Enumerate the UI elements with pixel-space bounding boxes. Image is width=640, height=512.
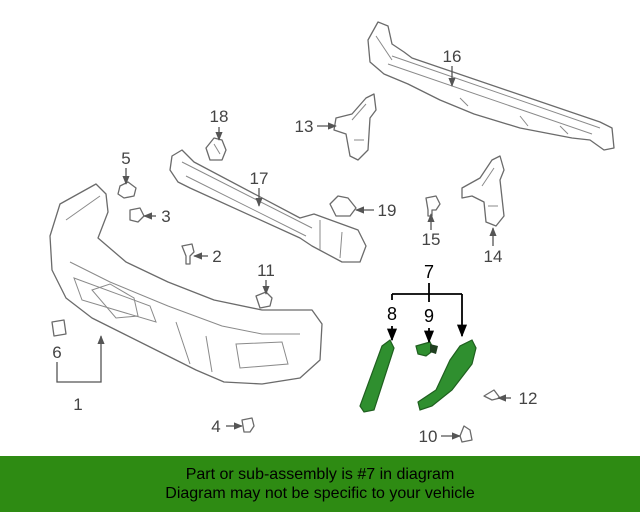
- callout-3: 3: [161, 207, 170, 226]
- callout-6: 6: [52, 343, 61, 362]
- callout-1: 1: [73, 395, 82, 414]
- banner-line-1: Part or sub-assembly is #7 in diagram: [185, 466, 455, 483]
- callout-7: 7: [424, 262, 434, 282]
- info-banner: Part or sub-assembly is #7 in diagram Di…: [0, 456, 640, 512]
- leader-lines: [56, 66, 511, 440]
- callout-19: 19: [378, 201, 397, 220]
- part-7-assembly-highlighted[interactable]: [417, 339, 477, 411]
- part-16-radiator-support[interactable]: [367, 21, 615, 151]
- callout-17: 17: [250, 169, 269, 188]
- part-19-clip[interactable]: [329, 195, 357, 217]
- part-2-clip[interactable]: [181, 243, 195, 265]
- part-3-bolt[interactable]: [129, 207, 145, 223]
- part-10-clip[interactable]: [459, 425, 473, 443]
- callout-11: 11: [257, 261, 275, 280]
- part-12-clip[interactable]: [483, 389, 501, 401]
- part-1-bumper-cover[interactable]: [49, 183, 323, 385]
- part-6-cover[interactable]: [51, 319, 67, 337]
- part-11-clip[interactable]: [255, 291, 273, 309]
- part-15-bolt[interactable]: [425, 195, 441, 217]
- part-17-reinforcement[interactable]: [169, 149, 367, 263]
- part-8-molding-highlighted[interactable]: [359, 339, 395, 413]
- callout-13: 13: [295, 117, 314, 136]
- callout-8: 8: [387, 304, 397, 324]
- callout-16: 16: [443, 47, 462, 66]
- part-14-bracket[interactable]: [461, 155, 505, 227]
- parts-diagram: 16 13 18 17 5 3 19 15 14 2 11 7 8 9 6 1 …: [49, 21, 615, 446]
- part-18-clip[interactable]: [205, 137, 227, 161]
- callout-15: 15: [422, 230, 441, 249]
- callout-14: 14: [484, 247, 503, 266]
- callout-18: 18: [210, 107, 229, 126]
- part-13-bracket[interactable]: [333, 93, 377, 161]
- callout-10: 10: [419, 427, 438, 446]
- part-5-nut[interactable]: [117, 181, 137, 199]
- callout-9: 9: [424, 306, 434, 326]
- part-4-bolt[interactable]: [241, 417, 255, 433]
- banner-line-2: Diagram may not be specific to your vehi…: [165, 485, 475, 502]
- callout-5: 5: [121, 149, 130, 168]
- callout-labels: 16 13 18 17 5 3 19 15 14 2 11 7 8 9 6 1 …: [52, 47, 537, 446]
- part-9-bolt-highlighted[interactable]: [415, 341, 438, 357]
- callout-4: 4: [211, 417, 220, 436]
- callout-2: 2: [212, 247, 221, 266]
- callout-12: 12: [519, 389, 538, 408]
